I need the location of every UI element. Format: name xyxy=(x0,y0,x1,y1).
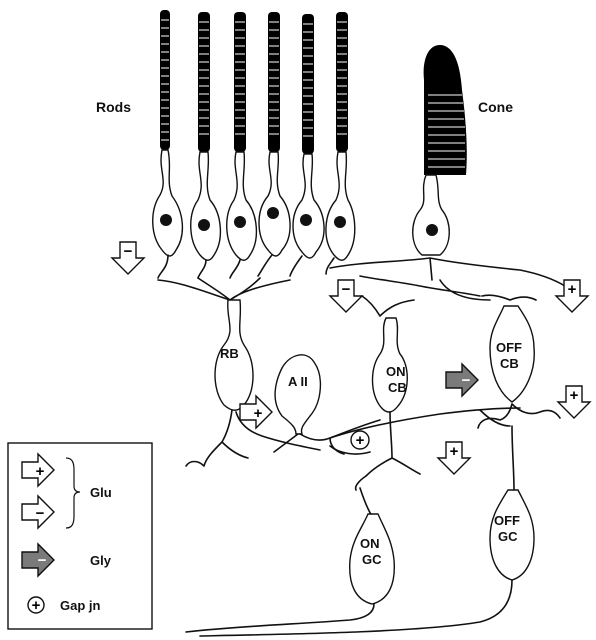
legend-gly-label: Gly xyxy=(90,553,112,568)
on-gc-label-2: GC xyxy=(362,552,382,567)
off-cb-label-2: CB xyxy=(500,356,519,371)
rod-6 xyxy=(326,12,355,274)
svg-text:+: + xyxy=(568,281,577,298)
svg-text:+: + xyxy=(356,432,365,449)
svg-text:−: − xyxy=(462,372,471,389)
gly-minus-arrow-aii-to-off-cb: − xyxy=(446,364,478,396)
svg-text:−: − xyxy=(342,281,351,298)
rod-1 xyxy=(153,10,183,278)
off-gc-label-2: GC xyxy=(498,529,518,544)
cone-photoreceptor xyxy=(413,45,467,255)
on-cone-bipolar-cell: ON CB xyxy=(356,296,420,490)
legend-gap-junction-marker: + xyxy=(28,597,44,614)
svg-text:+: + xyxy=(32,597,41,614)
svg-text:+: + xyxy=(36,463,45,480)
gap-junction-marker: + xyxy=(351,431,369,449)
legend: + − Glu − Gly + Gap jn xyxy=(8,443,152,629)
rod-photoreceptors xyxy=(153,10,355,278)
glu-plus-arrow-on-gc: + xyxy=(438,442,470,474)
rb-label: RB xyxy=(220,346,239,361)
svg-text:+: + xyxy=(254,405,263,422)
legend-glu-label: Glu xyxy=(90,485,112,500)
svg-text:−: − xyxy=(38,552,47,569)
svg-text:−: − xyxy=(36,505,45,522)
rod-5 xyxy=(290,14,324,276)
off-gc-label-1: OFF xyxy=(494,513,520,528)
svg-text:+: + xyxy=(450,443,459,460)
svg-text:−: − xyxy=(124,243,133,260)
cone-pedicle xyxy=(330,258,565,300)
svg-text:+: + xyxy=(570,387,579,404)
aii-label: A II xyxy=(288,374,308,389)
rod-4 xyxy=(258,12,290,276)
cone-label: Cone xyxy=(478,99,513,115)
rod-3 xyxy=(227,12,257,278)
on-gc-label-1: ON xyxy=(360,536,380,551)
on-cb-label-2: CB xyxy=(388,380,407,395)
glu-plus-arrow-off-gc: + xyxy=(558,386,590,418)
glu-minus-arrow-on-cb: − xyxy=(330,280,362,312)
legend-gap-jn-label: Gap jn xyxy=(60,598,101,613)
off-cb-label-1: OFF xyxy=(496,340,522,355)
on-ganglion-cell: ON GC xyxy=(186,488,394,632)
on-cb-label-1: ON xyxy=(386,364,406,379)
glu-minus-arrow-rods: − xyxy=(112,242,144,274)
rod-2 xyxy=(191,12,221,278)
rods-label: Rods xyxy=(96,99,131,115)
glu-plus-arrow-off-cb: + xyxy=(556,280,588,312)
